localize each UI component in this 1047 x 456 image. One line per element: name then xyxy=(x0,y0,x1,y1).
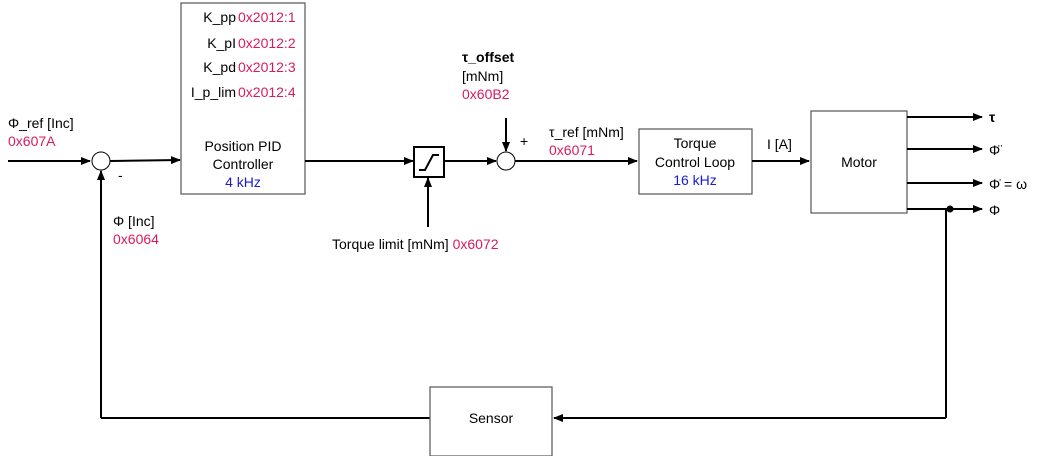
pid-title-1: Position PID xyxy=(204,138,281,154)
motor-block xyxy=(810,110,908,214)
summing-junction-2 xyxy=(496,151,516,171)
phi-ref-label: Φ_ref [Inc] xyxy=(8,115,74,131)
torque-ref-label: τ_ref [mNm] xyxy=(549,124,624,140)
error-arrow xyxy=(109,156,181,165)
output-torque-label: τ xyxy=(989,109,996,125)
pid-param-addr: 0x2012:3 xyxy=(238,59,296,75)
torque-loop-block xyxy=(638,128,753,195)
output-position-label: Φ xyxy=(989,202,1000,218)
pid-title-2: Controller xyxy=(213,156,274,172)
output-velocity-label: Φ̇ = ω xyxy=(989,176,1027,192)
pid-param-name: K_pp xyxy=(203,9,236,25)
pid-params: K_pp 0x2012:1 K_pI 0x2012:2 K_pd 0x2012:… xyxy=(191,9,296,100)
torque-loop-title-1: Torque xyxy=(674,135,717,151)
motor-title: Motor xyxy=(841,154,877,170)
phi-fb-label: Φ [Inc] xyxy=(113,213,155,229)
torque-offset-label-2: [mNm] xyxy=(462,68,503,84)
sensor-title: Sensor xyxy=(469,410,514,426)
junction-dot xyxy=(946,205,954,213)
pid-controller-block xyxy=(180,2,306,195)
current-label: I [A] xyxy=(767,136,792,152)
phi-fb-addr: 0x6064 xyxy=(113,231,159,247)
pid-param-addr: 0x2012:1 xyxy=(238,9,296,25)
torque-offset-addr: 0x60B2 xyxy=(462,86,510,102)
torque-limit-label: Torque limit [mNm] 0x6072 xyxy=(332,236,499,252)
torque-offset-label-1: τ_offset xyxy=(462,49,514,65)
minus-sign: - xyxy=(118,167,123,183)
torque-ref-addr: 0x6071 xyxy=(549,142,595,158)
phi-ref-addr: 0x607A xyxy=(8,133,56,149)
sensor-block xyxy=(429,386,553,456)
output-accel-label: Φ̈ xyxy=(989,142,1002,158)
torque-loop-freq: 16 kHz xyxy=(673,172,717,188)
summing-junction-1 xyxy=(91,151,111,171)
torque-loop-title-2: Control Loop xyxy=(655,154,735,170)
pid-param-addr: 0x2012:4 xyxy=(238,84,296,100)
saturation-icon xyxy=(419,154,439,171)
plus-sign: + xyxy=(520,133,528,149)
pid-param-name: I_p_lim xyxy=(191,84,236,100)
pid-param-addr: 0x2012:2 xyxy=(238,35,296,51)
pid-param-name: K_pI xyxy=(207,35,236,51)
pid-freq: 4 kHz xyxy=(225,174,261,190)
pid-param-name: K_pd xyxy=(203,59,236,75)
